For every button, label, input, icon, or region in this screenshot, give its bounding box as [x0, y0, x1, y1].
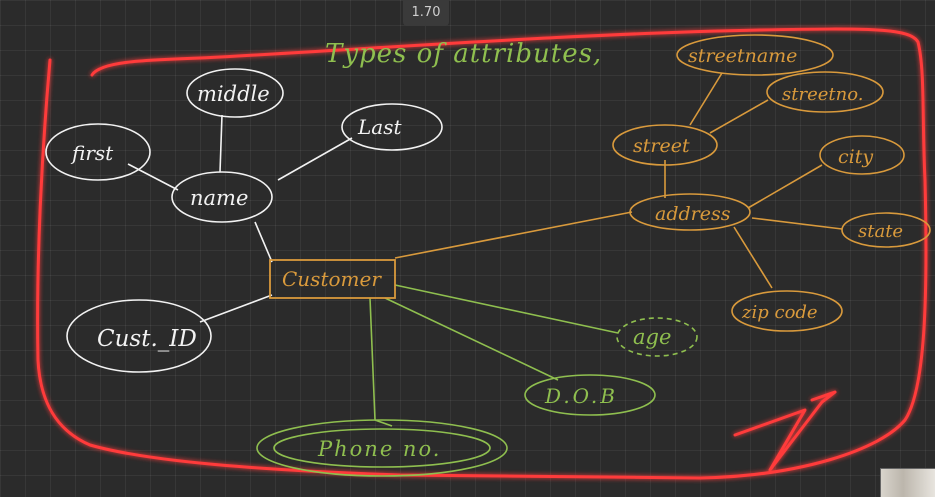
- entity-customer: Customer: [269, 259, 396, 299]
- attribute-state: state: [841, 212, 931, 248]
- attribute-first-label: first: [70, 141, 114, 165]
- attribute-address-label: address: [655, 203, 731, 225]
- name-connectors: [127, 114, 353, 323]
- attribute-middle: middle: [186, 68, 284, 118]
- attribute-address: address: [629, 193, 751, 231]
- attribute-age-label: age: [633, 325, 671, 349]
- attribute-city-label: city: [838, 146, 873, 168]
- simple-attribute-connectors: [369, 284, 619, 427]
- address-connectors: [394, 72, 843, 289]
- attribute-phone-no-label: Phone no.: [317, 437, 441, 461]
- attribute-dob-label: D.O.B: [544, 384, 618, 408]
- attribute-city: city: [819, 135, 905, 175]
- attribute-name: name: [171, 171, 273, 223]
- attribute-street: street: [612, 124, 718, 166]
- attribute-name-label: name: [190, 186, 248, 210]
- attribute-age: age: [616, 317, 698, 357]
- attribute-dob: D.O.B: [524, 374, 656, 416]
- attribute-cust-id: Cust._ID: [66, 299, 212, 373]
- attribute-street-label: street: [633, 135, 690, 157]
- attribute-street-no: streetno.: [766, 71, 884, 113]
- attribute-zip-code-label: zip code: [741, 302, 818, 323]
- attribute-last-label: Last: [357, 115, 402, 139]
- attribute-street-no-label: streetno.: [782, 84, 863, 105]
- attribute-middle-label: middle: [197, 82, 270, 106]
- attribute-cust-id-label: Cust._ID: [97, 326, 197, 352]
- attribute-first: first: [45, 123, 151, 181]
- attribute-zip-code: zip code: [731, 290, 843, 332]
- entity-customer-label: Customer: [282, 267, 382, 291]
- attribute-street-name-label: streetname: [688, 45, 797, 67]
- presenter-video-thumbnail: [880, 468, 935, 497]
- attribute-state-label: state: [858, 221, 903, 242]
- diagram-title: Types of attributes,: [325, 39, 602, 69]
- attribute-last: Last: [341, 103, 443, 151]
- red-frame: [36, 27, 928, 480]
- attribute-phone-no: Phone no.: [256, 419, 508, 477]
- zoom-level-badge: 1.70: [403, 0, 449, 26]
- attribute-street-name: streetname: [676, 34, 834, 76]
